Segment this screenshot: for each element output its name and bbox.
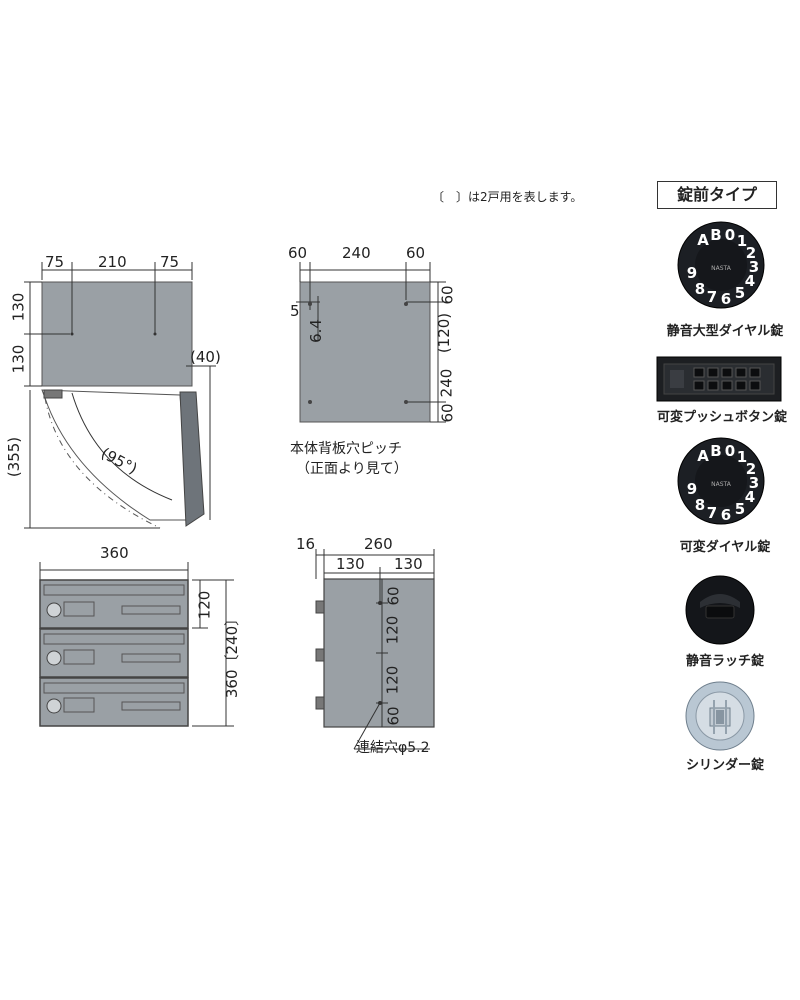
svg-text:6: 6: [721, 506, 731, 524]
svg-text:4: 4: [745, 272, 755, 290]
stack-dim-260: 260: [364, 535, 393, 553]
back-caption-line2: （正面より見て）: [296, 461, 408, 477]
dial-brand-1: NASTA: [711, 265, 732, 272]
svg-text:3: 3: [749, 258, 759, 276]
back-dim-hole-y: 6.4: [306, 319, 325, 343]
svg-text:2: 2: [746, 244, 756, 262]
side-dim-left-upper: 130: [9, 292, 28, 322]
hole-bottom-right: [404, 400, 408, 404]
front-dim-width: 360: [100, 544, 129, 562]
back-caption-line1: 本体背板穴ピッチ: [290, 441, 402, 457]
svg-text:8: 8: [695, 280, 705, 298]
back-dim-hole-x: 5: [290, 302, 300, 320]
side-view: 75 210 75 130 130 (355) (40) (95°): [0, 0, 260, 540]
connection-hole-note: 連結穴φ5.2: [356, 740, 430, 756]
side-dim-top-right: 75: [160, 253, 180, 271]
back-dim-top-left: 60: [288, 244, 308, 262]
dial-brand-2: NASTA: [711, 481, 732, 488]
back-view-drawing: [296, 262, 446, 423]
side-view-drawing: [24, 262, 216, 529]
hole-bottom-left: [308, 400, 312, 404]
front-view-drawing: [39, 562, 234, 727]
hole-top-left: [308, 302, 312, 306]
stack-dim-v-60-bottom: 60: [384, 706, 403, 726]
legend-note: 〔 〕は2戸用を表します。: [432, 190, 583, 204]
back-dim-right-2: (120): [435, 312, 454, 354]
svg-text:5: 5: [735, 500, 745, 518]
back-panel: [299, 281, 431, 423]
svg-text:7: 7: [707, 504, 717, 522]
stack-dim-v-120-b: 120: [383, 665, 402, 695]
back-dim-right-1: 60: [438, 285, 457, 305]
svg-text:9: 9: [687, 480, 697, 498]
stack-dim-v-60-top: 60: [384, 586, 403, 606]
stack-dim-16: 16: [296, 535, 316, 553]
mailbox-unit-3: [39, 677, 189, 727]
side-stack-drawing: [315, 549, 435, 750]
svg-text:A: A: [697, 231, 709, 249]
svg-text:9: 9: [687, 264, 697, 282]
lock-label-2: 可変プッシュボタン錠: [656, 410, 787, 425]
svg-text:6: 6: [721, 290, 731, 308]
svg-text:5: 5: [735, 284, 745, 302]
back-dim-top-right: 60: [406, 244, 426, 262]
svg-text:1: 1: [737, 232, 747, 250]
cylinder-lock-icon: [684, 680, 756, 752]
stack-dim-v-120-a: 120: [383, 615, 402, 645]
svg-text:2: 2: [746, 460, 756, 478]
back-dim-top-mid: 240: [342, 244, 371, 262]
back-dim-right-3: 240: [437, 368, 456, 398]
latch-lock-icon: [684, 574, 756, 646]
lock-label-3: 可変ダイヤル錠: [679, 540, 771, 555]
mailbox-unit-1: [39, 579, 189, 629]
hole-top-right: [404, 302, 408, 306]
svg-text:A: A: [697, 447, 709, 465]
front-dim-unit-height: 120: [195, 590, 214, 620]
side-dim-open-depth: (355): [5, 436, 24, 478]
back-view: 60 240 60 60 (120) 240 60 5 6.4 本体背板穴ピッチ…: [270, 230, 470, 480]
lock-label-5: シリンダー錠: [685, 758, 764, 773]
push-button-lock-icon: [656, 356, 782, 402]
stack-dim-130-left: 130: [336, 555, 365, 573]
lock-label-1: 静音大型ダイヤル錠: [666, 324, 784, 339]
svg-text:B: B: [710, 226, 721, 244]
side-dim-left-lower: 130: [9, 344, 28, 374]
mailbox-unit-2: [39, 628, 189, 678]
svg-text:3: 3: [749, 474, 759, 492]
side-dim-door-depth: (40): [190, 348, 221, 366]
svg-text:0: 0: [725, 226, 735, 244]
lock-label-4: 静音ラッチ錠: [685, 654, 764, 669]
svg-text:0: 0: [725, 442, 735, 460]
svg-text:7: 7: [707, 288, 717, 306]
svg-text:1: 1: [737, 448, 747, 466]
svg-text:4: 4: [745, 488, 755, 506]
front-dim-total-height: 360〔240〕: [223, 610, 242, 699]
lock-types-title: 錠前タイプ: [657, 181, 777, 209]
back-dim-right-4: 60: [438, 403, 457, 423]
svg-text:B: B: [710, 442, 721, 460]
svg-text:8: 8: [695, 496, 705, 514]
side-stack-view: 16 260 130 130 60 120 120 60 連結穴φ5.2: [290, 535, 490, 765]
front-view: 360 120 360〔240〕: [20, 540, 260, 740]
side-dim-top-left: 75: [45, 253, 65, 271]
side-dim-top-mid: 210: [98, 253, 127, 271]
stack-dim-130-right: 130: [394, 555, 423, 573]
